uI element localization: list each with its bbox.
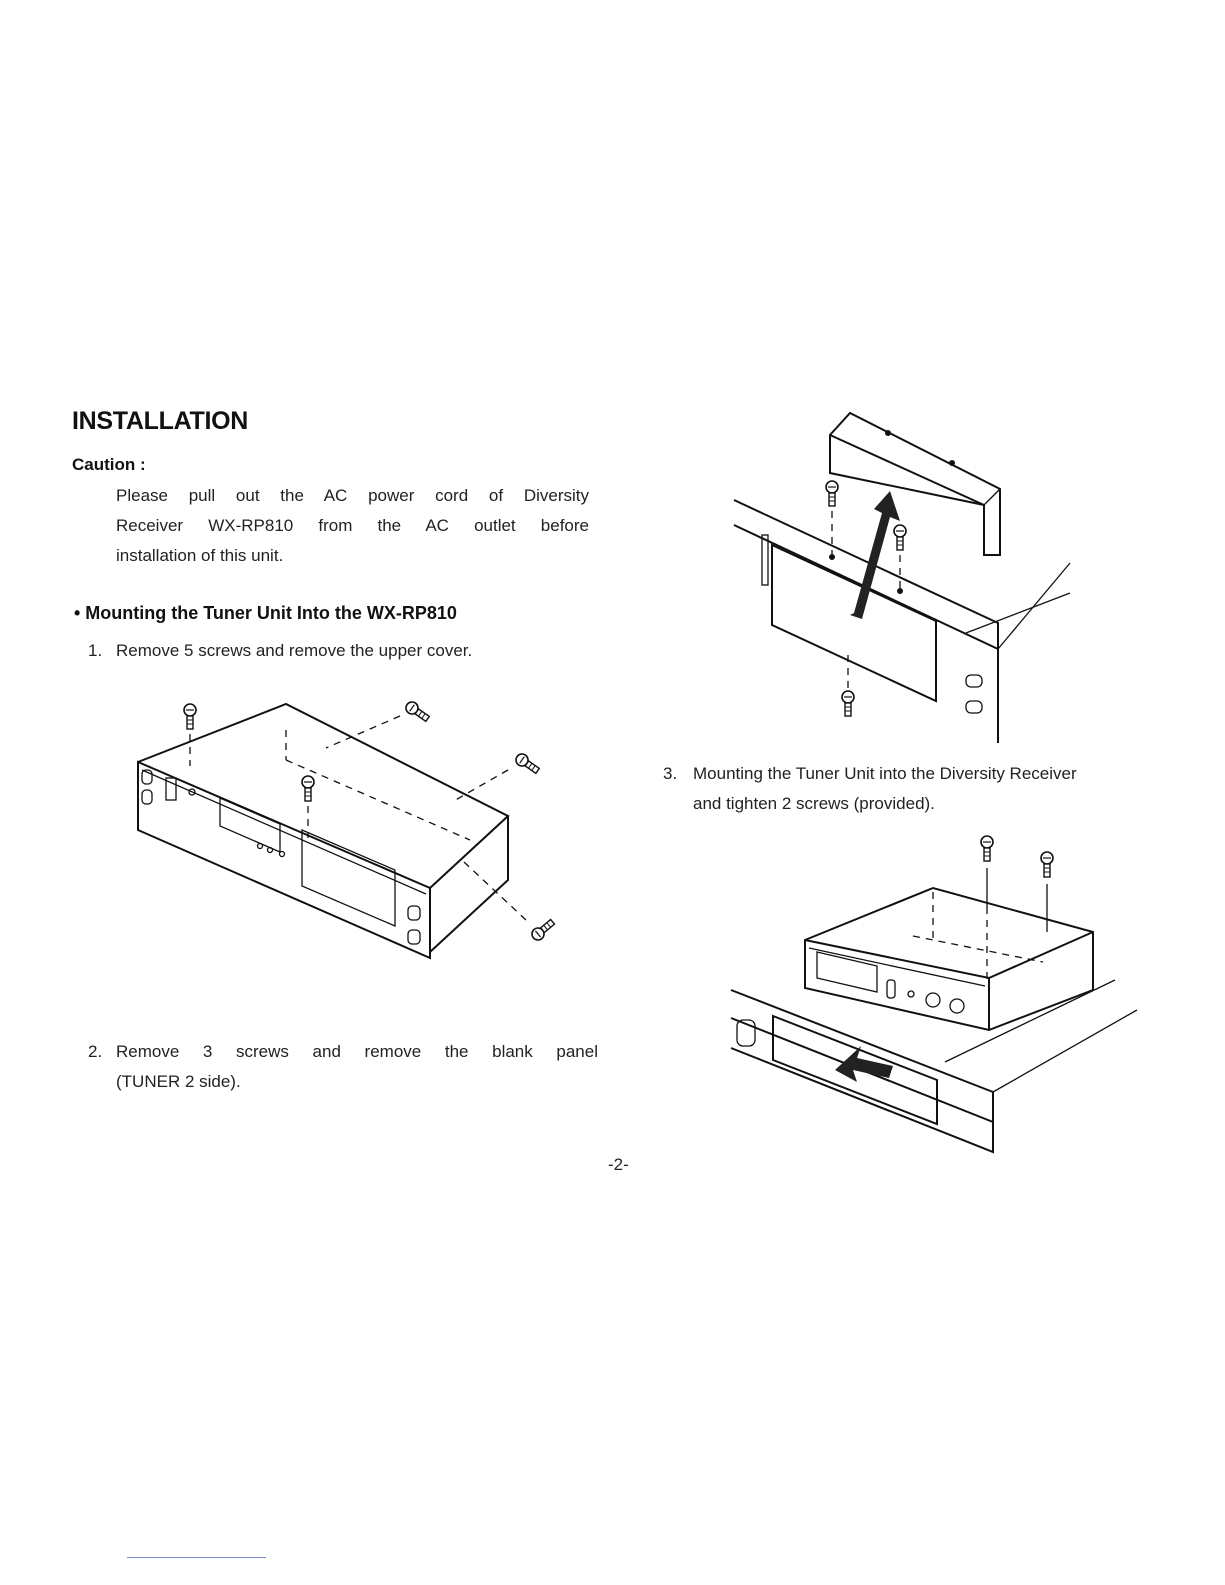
caution-line-2: Receiver WX-RP810 from the AC outlet bef… bbox=[116, 516, 589, 535]
step-2-line-2: (TUNER 2 side). bbox=[116, 1072, 241, 1091]
footer-rule bbox=[127, 1557, 266, 1558]
caution-text: Please pull out the AC power cord of Div… bbox=[116, 481, 589, 571]
step-2-number: 2. bbox=[88, 1042, 103, 1061]
step-3-line-1: Mounting the Tuner Unit into the Diversi… bbox=[693, 764, 1077, 783]
figure-remove-upper-cover bbox=[137, 698, 558, 960]
caution-line-3: installation of this unit. bbox=[116, 546, 284, 565]
step-3-number: 3. bbox=[663, 764, 678, 783]
step-2-line-1: Remove 3 screws and remove the blank pan… bbox=[116, 1042, 598, 1061]
caution-line-1: Please pull out the AC power cord of Div… bbox=[116, 486, 589, 505]
section-heading: • Mounting the Tuner Unit Into the WX-RP… bbox=[74, 603, 457, 623]
step-3: 3. Mounting the Tuner Unit into the Dive… bbox=[663, 759, 1183, 819]
step-1: 1. Remove 5 screws and remove the upper … bbox=[88, 636, 608, 666]
figure-mount-tuner-unit bbox=[730, 835, 1138, 1154]
page-number: -2- bbox=[608, 1155, 629, 1174]
caution-label: Caution : bbox=[72, 455, 146, 474]
step-3-line-2: and tighten 2 screws (provided). bbox=[693, 794, 935, 813]
step-1-text: Remove 5 screws and remove the upper cov… bbox=[116, 641, 473, 660]
figure-remove-blank-panel bbox=[733, 411, 1071, 743]
page-title: INSTALLATION bbox=[72, 407, 249, 435]
step-1-number: 1. bbox=[88, 641, 103, 660]
step-2: 2. Remove 3 screws and remove the blank … bbox=[88, 1037, 598, 1097]
